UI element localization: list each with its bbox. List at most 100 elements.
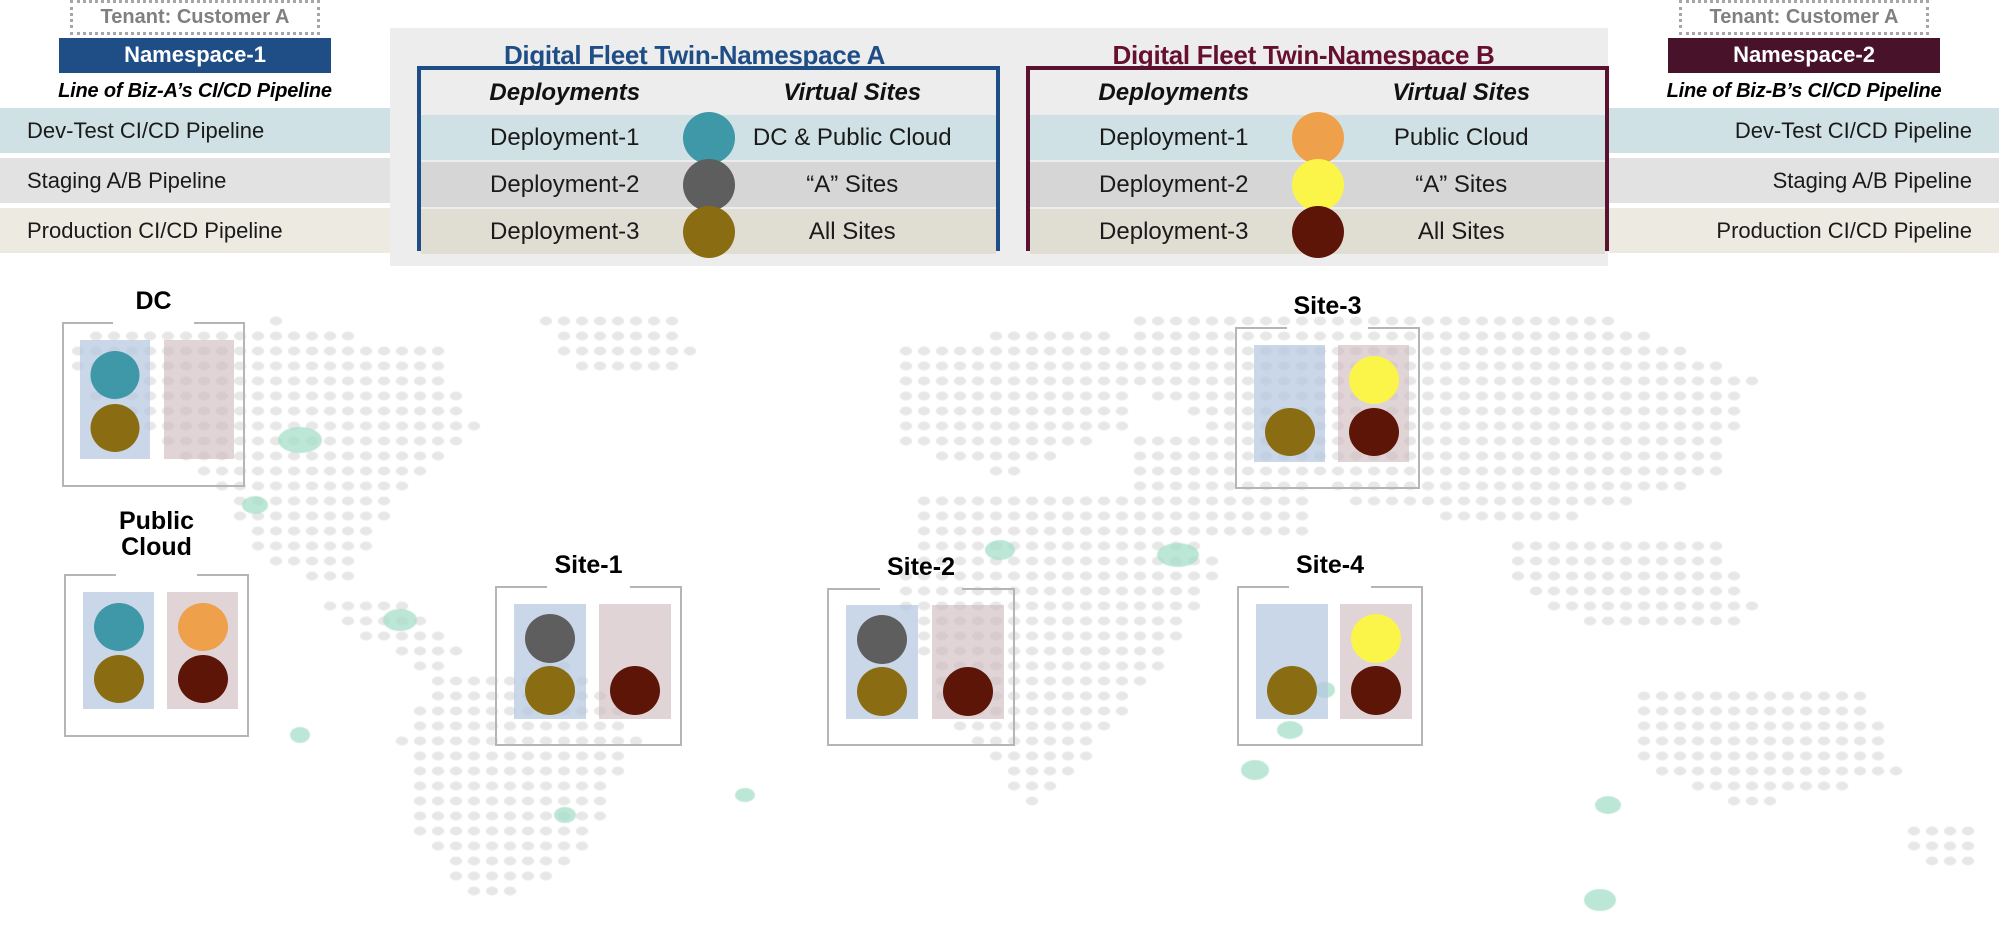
deployment-dot-icon <box>1291 205 1344 258</box>
deployment-name: Deployment-1 <box>490 123 640 151</box>
bracket-top-left <box>827 588 880 590</box>
header-deployments-a: Deployments <box>489 78 641 106</box>
namespace-b-block: Digital Fleet Twin-Namespace B Deploymen… <box>999 28 1609 266</box>
site-box-site-2[interactable]: Site-2 <box>827 554 1015 746</box>
deployment-dot-icon <box>857 666 907 716</box>
site-panels <box>1254 345 1409 462</box>
site-panels <box>514 604 671 719</box>
bracket-left <box>827 588 829 746</box>
bracket-left <box>495 586 497 746</box>
table-row[interactable]: Deployment-3 All Sites <box>1030 205 1605 258</box>
bracket-top-right <box>962 588 1015 590</box>
deployment-dot-icon <box>525 614 575 664</box>
namespace-b-panel <box>1340 604 1412 719</box>
namespace-b-panel <box>932 605 1004 719</box>
bracket-top-left <box>64 574 116 576</box>
bracket-right <box>247 574 249 737</box>
site-box-site-3[interactable]: Site-3 <box>1235 293 1420 489</box>
site-label: Site-4 <box>1295 551 1365 579</box>
table-row[interactable]: Deployment-1 DC & Public Cloud <box>421 111 996 164</box>
deployment-dot-icon <box>525 666 575 716</box>
bracket-bottom <box>495 744 682 746</box>
bracket-top-left <box>495 586 547 588</box>
bracket-left <box>64 574 66 737</box>
deployment-dot-icon <box>1291 158 1344 211</box>
virtual-site-name: All Sites <box>808 217 896 245</box>
bracket-bottom <box>64 735 249 737</box>
deployment-dot-icon <box>90 350 140 399</box>
site-label: DC <box>135 287 172 315</box>
pipeline-row-production-left[interactable]: Production CI/CD Pipeline <box>0 208 390 254</box>
deployment-dot-icon <box>93 655 144 704</box>
deployment-name: Deployment-3 <box>1099 217 1249 245</box>
deployment-dot-icon <box>682 111 735 164</box>
deployment-dot-icon <box>682 205 735 258</box>
bracket-right <box>1013 588 1015 746</box>
deployment-name: Deployment-2 <box>490 170 640 198</box>
bracket-right <box>1418 327 1420 489</box>
table-row[interactable]: Deployment-1 Public Cloud <box>1030 111 1605 164</box>
bracket-left <box>62 322 64 487</box>
table-row[interactable]: Deployment-2 “A” Sites <box>421 158 996 211</box>
deployment-dot-icon <box>943 666 993 716</box>
namespace-a-panel <box>846 605 918 719</box>
pipeline-row-dev-test-left[interactable]: Dev-Test CI/CD Pipeline <box>0 108 390 154</box>
header-virtual-sites-b: Virtual Sites <box>1392 78 1531 106</box>
namespace-a-table: Deployments Virtual Sites Deployment-1 D… <box>417 66 1000 258</box>
bracket-bottom <box>1237 744 1423 746</box>
digital-fleet-twin-panel: Digital Fleet Twin-Namespace A Deploymen… <box>390 28 1609 266</box>
namespace-a-title: Digital Fleet Twin-Namespace A <box>503 40 886 70</box>
deployment-dot-icon <box>682 158 735 211</box>
bracket-left <box>1237 586 1239 746</box>
site-panels <box>83 592 238 709</box>
bracket-top-right <box>197 574 249 576</box>
namespace-a-panel <box>80 340 150 459</box>
site-box-site-1[interactable]: Site-1 <box>495 552 682 746</box>
namespace-1-chip[interactable]: Namespace-1 <box>59 38 331 74</box>
pipeline-row-staging-left[interactable]: Staging A/B Pipeline <box>0 158 390 204</box>
bracket-top-left <box>62 322 113 324</box>
right-namespace-column: Tenant: Customer A Namespace-2 Line of B… <box>1609 0 1999 254</box>
bracket-bottom <box>827 744 1015 746</box>
bracket-top-left <box>1237 586 1289 588</box>
site-panels <box>1256 604 1412 719</box>
site-label: Site-2 <box>886 553 956 581</box>
virtual-site-name: DC & Public Cloud <box>752 123 952 151</box>
line-of-biz-a-label: Line of Biz-A’s CI/CD Pipeline <box>58 80 332 103</box>
deployment-name: Deployment-1 <box>1099 123 1249 151</box>
pipeline-row-production-right[interactable]: Production CI/CD Pipeline <box>1609 208 1999 254</box>
bracket-top-left <box>1235 327 1287 329</box>
deployment-name: Deployment-3 <box>490 217 640 245</box>
namespace-b-title: Digital Fleet Twin-Namespace B <box>1112 40 1495 70</box>
virtual-site-name: “A” Sites <box>806 170 899 198</box>
deployment-dot-icon <box>610 666 660 716</box>
bracket-left <box>1235 327 1237 489</box>
bracket-top-right <box>1368 327 1420 329</box>
deployment-dot-icon <box>177 602 228 651</box>
table-row[interactable]: Deployment-2 “A” Sites <box>1030 158 1605 211</box>
top-namespace-section: Tenant: Customer A Namespace-1 Line of B… <box>0 0 1999 300</box>
line-of-biz-b-label: Line of Biz-B’s CI/CD Pipeline <box>1666 80 1942 103</box>
pipeline-row-staging-right[interactable]: Staging A/B Pipeline <box>1609 158 1999 204</box>
site-box-site-4[interactable]: Site-4 <box>1237 552 1423 746</box>
pipeline-row-dev-test-right[interactable]: Dev-Test CI/CD Pipeline <box>1609 108 1999 154</box>
site-panels <box>846 605 1004 719</box>
site-box-dc[interactable]: DC <box>62 288 245 487</box>
deployment-dot-icon <box>1348 408 1399 457</box>
namespace-2-chip[interactable]: Namespace-2 <box>1668 38 1940 74</box>
bracket-bottom <box>62 485 245 487</box>
namespace-b-panel <box>164 340 234 459</box>
deployment-dot-icon <box>1351 614 1401 664</box>
table-row[interactable]: Deployment-3 All Sites <box>421 205 996 258</box>
deployment-dot-icon <box>1264 408 1315 457</box>
bracket-right <box>680 586 682 746</box>
namespace-b-panel <box>599 604 671 719</box>
deployment-dot-icon <box>90 404 140 453</box>
bracket-right <box>1421 586 1423 746</box>
namespace-a-panel <box>514 604 586 719</box>
bracket-top-right <box>630 586 682 588</box>
deployment-dot-icon <box>1348 355 1399 404</box>
